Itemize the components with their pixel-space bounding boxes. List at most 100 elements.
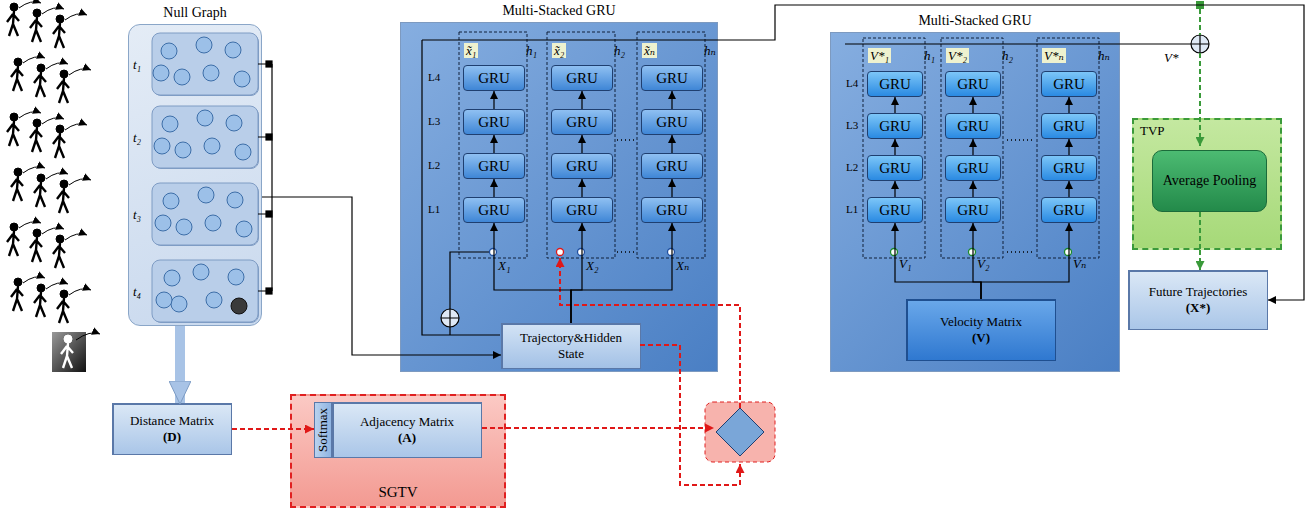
- node-label: Average Pooling: [1163, 173, 1256, 189]
- gru-cell: GRU: [1041, 197, 1097, 223]
- layout-stroke: [152, 260, 258, 322]
- layout-stroke: [637, 32, 705, 258]
- pedestrian: [34, 64, 46, 97]
- layout-stroke: [225, 42, 241, 58]
- gru-cell: GRU: [463, 197, 525, 223]
- connector: [494, 223, 571, 323]
- layout-stroke: [154, 138, 170, 154]
- pedestrian: [11, 58, 23, 91]
- signal-label: h₂: [1002, 48, 1013, 63]
- gru-cell: GRU: [641, 197, 703, 223]
- connector: [581, 179, 582, 197]
- node-label: GRU: [656, 158, 688, 174]
- layout-stroke: [155, 215, 171, 231]
- sgtv-block: SGTVSoftmaxAdjacency Matrix(A): [290, 394, 506, 508]
- walk-arrow: [69, 179, 91, 185]
- pedestrian: [57, 70, 69, 103]
- layout-stroke: [236, 221, 252, 237]
- layout-stroke: [891, 249, 898, 256]
- connector: [972, 139, 973, 155]
- node-label: GRU: [1053, 76, 1085, 92]
- layout-stroke: [422, 39, 718, 40]
- layout-stroke: [152, 33, 258, 95]
- layer-label: L2: [846, 161, 858, 173]
- layout-stroke: [266, 134, 272, 140]
- layout-stroke: [1037, 38, 1099, 258]
- column-frames: [459, 32, 1099, 258]
- connector: [175, 326, 185, 403]
- walk-arrow: [42, 118, 64, 124]
- pedestrian: [11, 168, 23, 201]
- signal-label: V*₂: [946, 48, 969, 63]
- node-symbol: (A): [398, 430, 416, 446]
- walk-arrow: [46, 63, 68, 69]
- layout-stroke: [162, 116, 178, 132]
- node-label: Trajectory&Hidden State: [516, 330, 626, 362]
- node-label: GRU: [957, 76, 989, 92]
- node-label: GRU: [957, 202, 989, 218]
- layout-stroke: [258, 64, 272, 291]
- node-label: Softmax: [315, 408, 331, 452]
- walk-arrow: [23, 57, 45, 63]
- connector: [972, 181, 973, 197]
- ellipsis-dots: [617, 140, 1033, 252]
- gru-cell: GRU: [551, 109, 613, 135]
- pedestrian: [11, 278, 23, 311]
- layout-stroke: [227, 192, 243, 208]
- time-step-box: t₂: [153, 107, 259, 169]
- signal-label: X₁: [498, 258, 510, 273]
- connector: [1068, 97, 1069, 113]
- connector: [581, 91, 582, 109]
- layout-stroke: [193, 264, 209, 280]
- node-label: GRU: [957, 118, 989, 134]
- layout-stroke: [164, 270, 180, 286]
- layer-label: L4: [846, 77, 858, 89]
- node-label: GRU: [656, 70, 688, 86]
- layout-stroke: [640, 345, 740, 485]
- node-symbol: (X*): [1186, 300, 1211, 316]
- connector: [493, 179, 494, 197]
- gru-cell: GRU: [945, 197, 1001, 223]
- node-label: GRU: [957, 160, 989, 176]
- connector: [232, 428, 314, 430]
- node-label: t₁: [133, 57, 149, 73]
- layout-stroke: [152, 183, 258, 245]
- walk-arrow: [65, 14, 87, 20]
- time-step-box: t₁: [153, 34, 259, 96]
- connector: [581, 135, 582, 153]
- node-label: TVP: [1134, 120, 1280, 139]
- layout-stroke: [176, 219, 192, 235]
- pedestrian: [53, 235, 65, 268]
- signal-label: h₂: [614, 43, 625, 58]
- connector: [1068, 181, 1069, 197]
- node-symbol: (V): [972, 330, 990, 346]
- connector: [262, 197, 501, 355]
- node-label: GRU: [656, 114, 688, 130]
- layout-stroke: [1199, 53, 1201, 146]
- signal-label: V*₁: [868, 48, 891, 63]
- tvp-flow: [1196, 1, 1204, 250]
- gru-cell: GRU: [551, 197, 613, 223]
- layer-label: L2: [428, 159, 440, 171]
- layout-stroke: [163, 193, 179, 209]
- layer-label: L4: [428, 71, 440, 83]
- connector: [894, 181, 895, 197]
- pedestrian: [34, 284, 46, 317]
- signal-label: h₁: [526, 43, 537, 58]
- gru-cell: GRU: [867, 113, 923, 139]
- layout-stroke: [547, 32, 615, 258]
- signal-label: x̃ₙ: [642, 43, 657, 58]
- signal-label: V₁: [899, 256, 911, 271]
- connector: [571, 223, 582, 323]
- layout-stroke: [459, 32, 527, 258]
- gru-cell: GRU: [1041, 113, 1097, 139]
- connector: [1199, 250, 1201, 270]
- layout-stroke: [228, 269, 244, 285]
- gru-cell: GRU: [463, 153, 525, 179]
- connector: [895, 223, 981, 299]
- highlighted-pedestrian: [52, 332, 86, 372]
- layout-stroke: [1199, 212, 1201, 250]
- connector: [894, 97, 895, 113]
- connector: [493, 135, 494, 153]
- layout-stroke: [152, 106, 258, 168]
